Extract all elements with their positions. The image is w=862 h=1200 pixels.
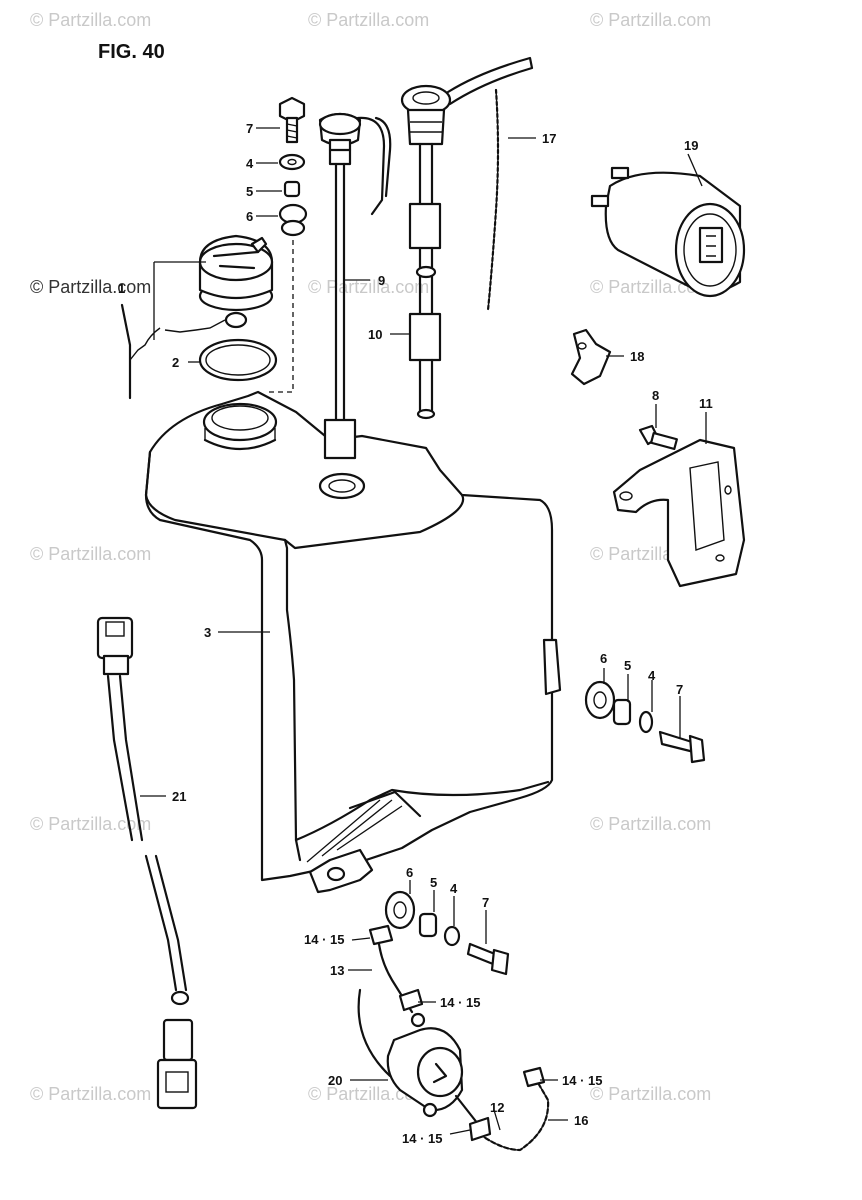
callout-6: 6 <box>246 209 253 224</box>
callout-10: 10 <box>368 327 382 342</box>
bracket[interactable] <box>612 438 746 588</box>
pickup-tube[interactable] <box>400 56 534 420</box>
watermark: © Partzilla.com <box>308 277 429 297</box>
callout-16: 16 <box>574 1113 588 1128</box>
watermark: © Partzilla.com <box>30 10 151 30</box>
callout-6: 6 <box>600 651 607 666</box>
callout-9: 9 <box>378 273 385 288</box>
callout-6: 6 <box>406 865 413 880</box>
callout-14-15: 14 · 15 <box>304 932 344 947</box>
watermark: © Partzilla.com <box>30 814 151 834</box>
oil-pump[interactable] <box>357 988 480 1126</box>
watermark: © Partzilla.com <box>590 814 711 834</box>
clamp[interactable] <box>570 328 612 386</box>
callout-4: 4 <box>246 156 254 171</box>
outlet-hose[interactable] <box>468 1066 550 1152</box>
bracket-bolt[interactable] <box>638 424 678 451</box>
oil-tank[interactable] <box>144 390 562 894</box>
callout-4: 4 <box>450 881 458 896</box>
callout-5: 5 <box>430 875 437 890</box>
callout-14-15: 14 · 15 <box>402 1131 442 1146</box>
callout-1: 1 <box>118 281 125 296</box>
callout-7: 7 <box>482 895 489 910</box>
hose[interactable] <box>368 924 424 1014</box>
o-ring[interactable] <box>198 338 278 382</box>
callout-7: 7 <box>246 121 253 136</box>
bolt-stack-bottom[interactable] <box>384 890 510 976</box>
callout-12: 12 <box>490 1100 504 1115</box>
callout-labels: 7 4 5 6 1 2 3 9 10 17 19 18 8 11 6 5 4 7… <box>118 121 713 1146</box>
callout-17: 17 <box>542 131 556 146</box>
callout-14-15: 14 · 15 <box>440 995 480 1010</box>
figure-title: FIG. 40 <box>98 41 165 63</box>
wire-harness[interactable] <box>96 616 198 1110</box>
oil-meter[interactable] <box>590 166 746 298</box>
callout-14-15: 14 · 15 <box>562 1073 602 1088</box>
callout-5: 5 <box>246 184 253 199</box>
callout-5: 5 <box>624 658 631 673</box>
watermark: © Partzilla.com <box>308 10 429 30</box>
callout-19: 19 <box>684 138 698 153</box>
callout-11: 11 <box>699 396 713 411</box>
callout-3: 3 <box>204 625 211 640</box>
callout-8: 8 <box>652 388 659 403</box>
callout-21: 21 <box>172 789 186 804</box>
filler-cap[interactable] <box>120 234 274 400</box>
callout-7: 7 <box>676 682 683 697</box>
leader-lines <box>140 127 707 1135</box>
watermark: © Partzilla.com <box>30 1084 151 1104</box>
bolt-stack-right[interactable] <box>584 680 706 764</box>
watermark: © Partzilla.com <box>30 277 151 297</box>
bolt-stack-top[interactable] <box>268 96 308 393</box>
watermark: © Partzilla.com <box>30 544 151 564</box>
spiral-sleeve[interactable] <box>486 88 500 312</box>
watermark: © Partzilla.com <box>590 1084 711 1104</box>
callout-20: 20 <box>328 1073 342 1088</box>
callout-4: 4 <box>648 668 656 683</box>
watermark: © Partzilla.com <box>590 10 711 30</box>
callout-13: 13 <box>330 963 344 978</box>
callout-18: 18 <box>630 349 644 364</box>
callout-2: 2 <box>172 355 179 370</box>
level-gauge[interactable] <box>318 112 392 460</box>
